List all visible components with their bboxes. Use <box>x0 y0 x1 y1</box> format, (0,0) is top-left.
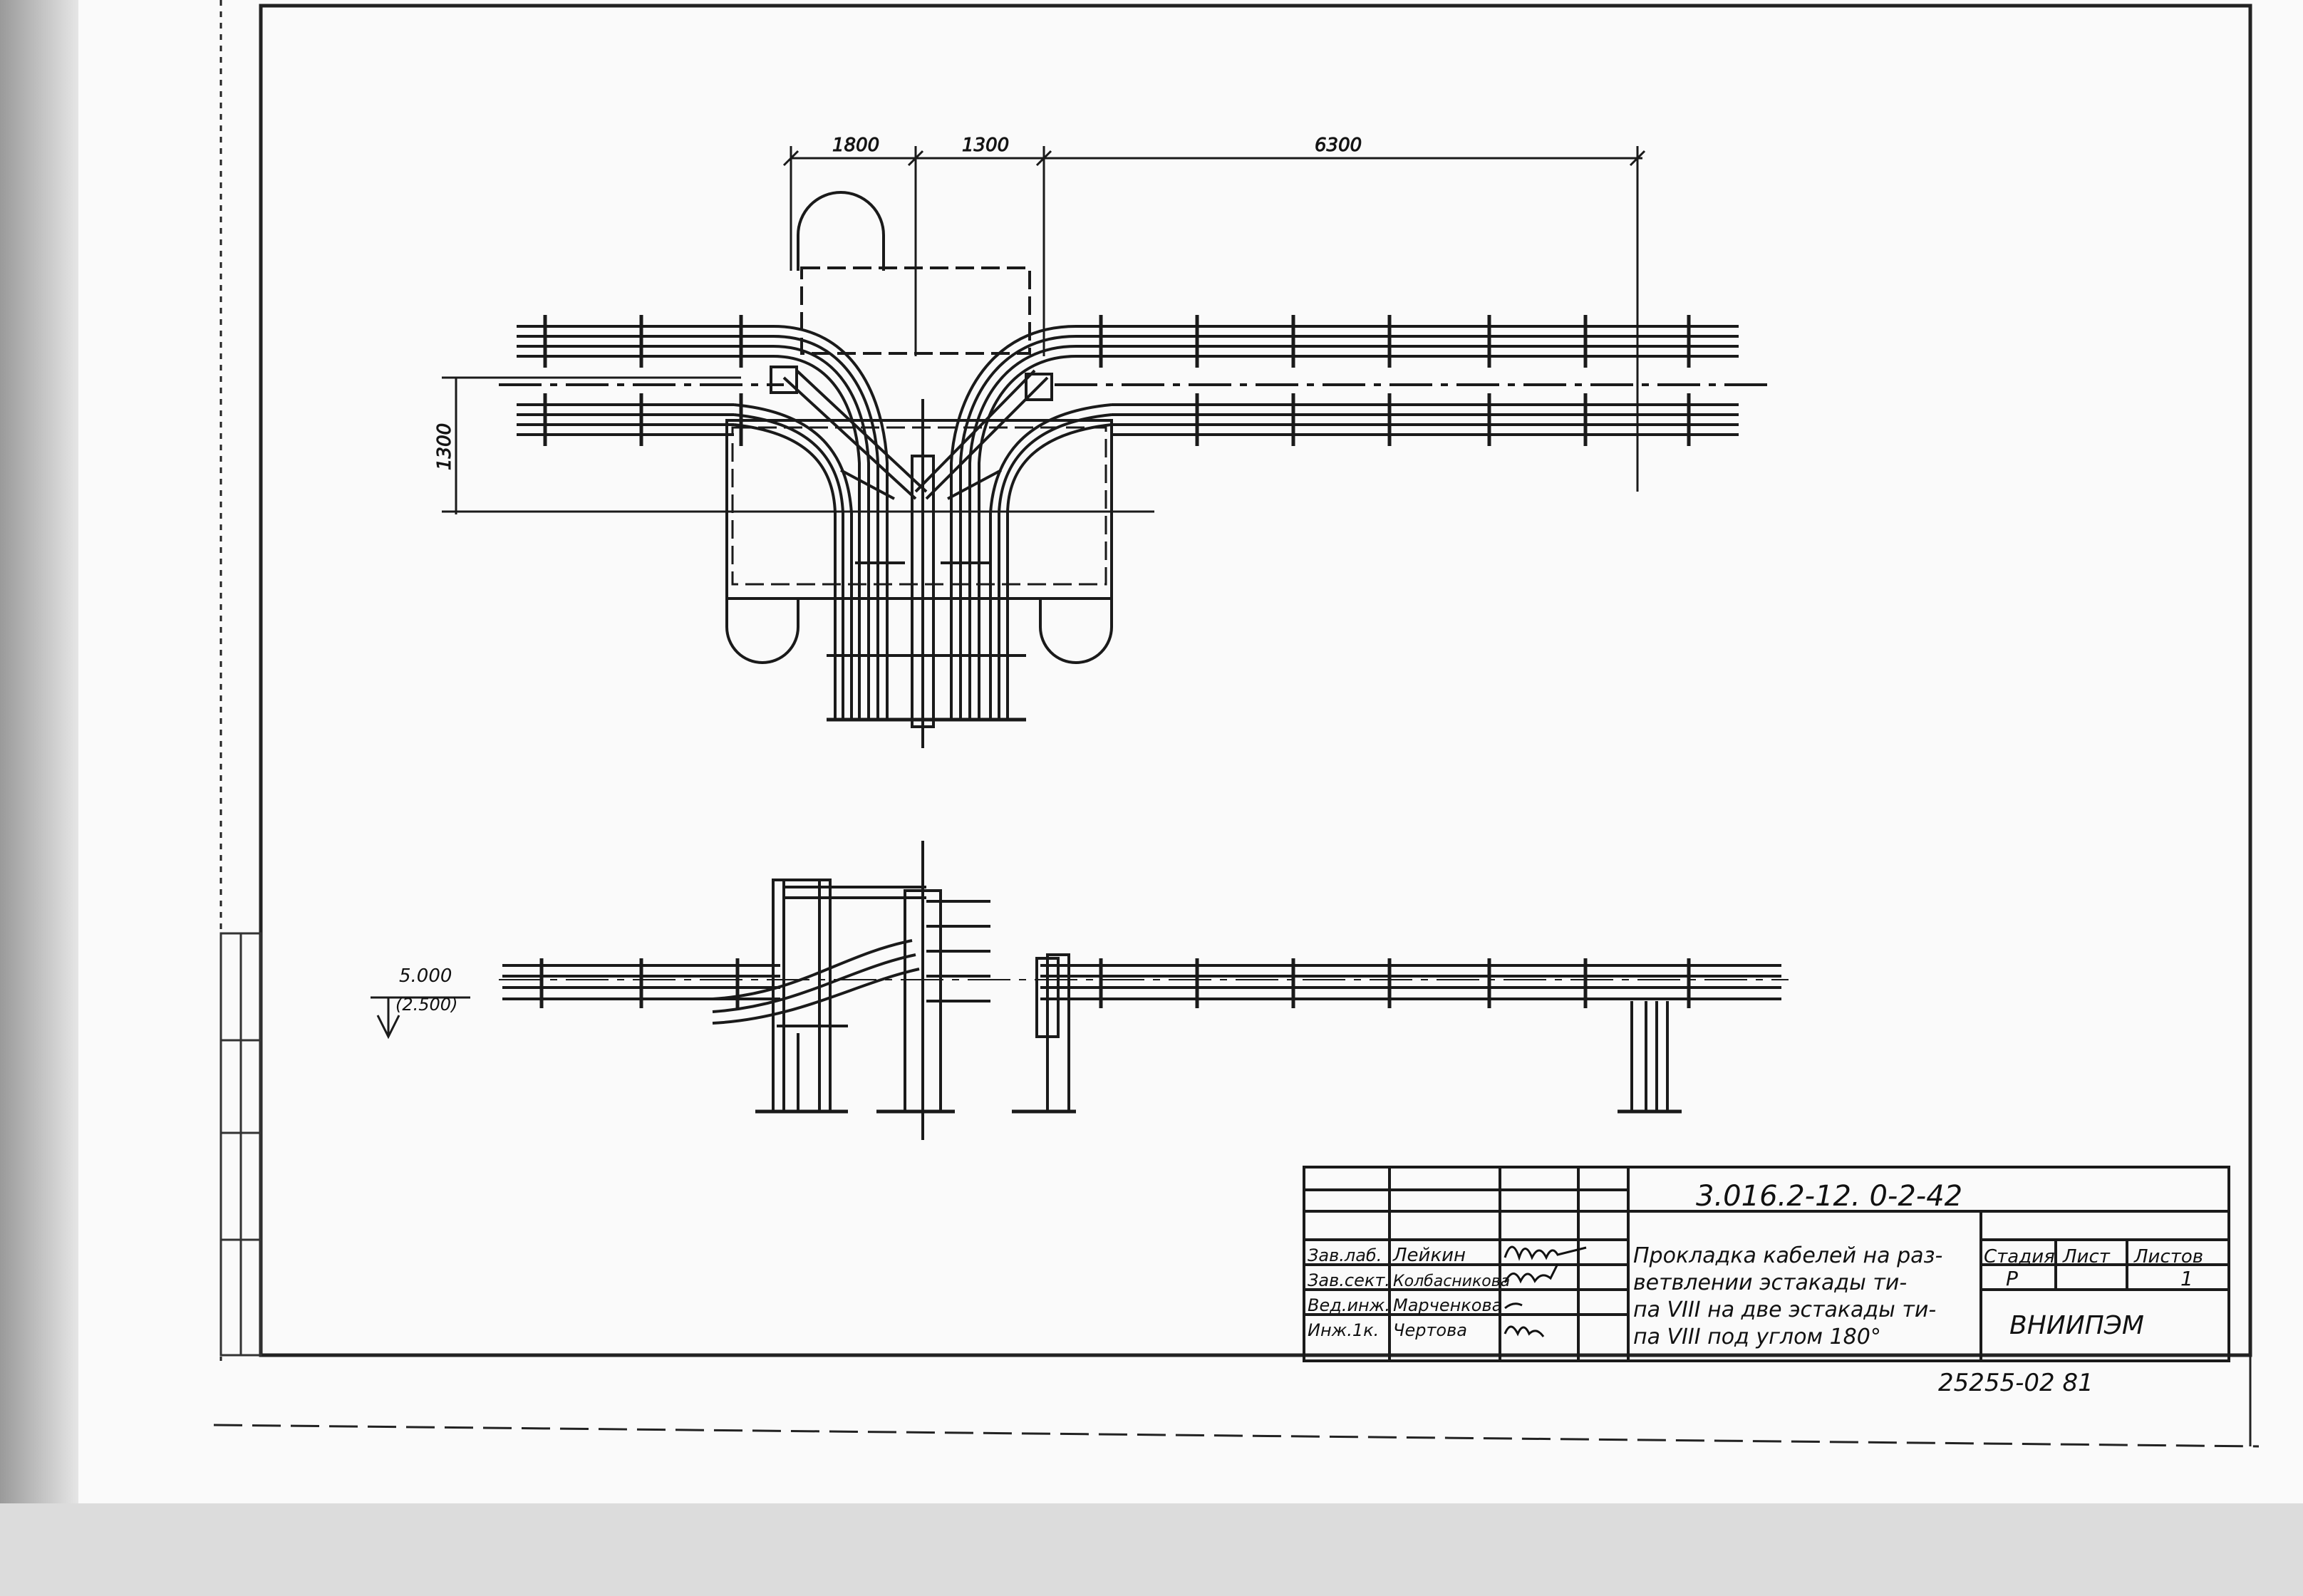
title-line-4: па VIII под углом 180° <box>1633 1325 1881 1349</box>
plan-cross-brackets <box>543 315 1691 446</box>
role-head-sector: Зав.сект. <box>1308 1270 1390 1290</box>
organization-name: ВНИИПЭМ <box>2009 1311 2144 1340</box>
plan-cable-runs-horizontal <box>499 325 1767 436</box>
elevation-tower <box>755 841 1076 1140</box>
elevation-cable-runs <box>499 939 1789 1025</box>
name-kolbasnikova: Колбасникова <box>1393 1273 1510 1290</box>
drawing-sheet <box>78 0 2303 1503</box>
title-line-1: Прокладка кабелей на раз- <box>1633 1243 1942 1268</box>
plan-central-post <box>770 366 1053 748</box>
role-engineer: Инж.1к. <box>1308 1320 1379 1340</box>
title-line-3: па VIII на две эстакады ти- <box>1633 1297 1936 1322</box>
elevation-sub-mark: (2.500) <box>395 995 457 1015</box>
dim-1300: 1300 <box>962 135 1009 156</box>
sheet-header: Лист <box>2062 1246 2111 1268</box>
role-head-lab: Зав.лаб. <box>1308 1245 1382 1265</box>
elevation-marker <box>371 996 470 1040</box>
sheets-value: 1 <box>2180 1267 2193 1290</box>
name-chertova: Чертова <box>1393 1320 1467 1340</box>
sheet-frame <box>213 0 2260 1448</box>
sheets-header: Листов <box>2133 1246 2203 1268</box>
left-dimension <box>442 376 1154 514</box>
elevation-mark: 5.000 <box>399 965 452 987</box>
document-number: 3.016.2-12. 0-2-42 <box>1696 1180 1962 1213</box>
top-dimension-chain <box>782 146 1646 492</box>
elevation-view <box>371 841 1789 1140</box>
stage-value: Р <box>2006 1267 2018 1290</box>
title-block-grid <box>1303 1166 2230 1362</box>
name-leikin: Лейкин <box>1392 1245 1466 1266</box>
elevation-cross-brackets <box>539 958 1691 1008</box>
dim-1800: 1800 <box>832 135 879 156</box>
role-lead-engineer: Вед.инж. <box>1308 1295 1390 1315</box>
title-line-2: ветвлении эстакады ти- <box>1633 1270 1907 1295</box>
name-marchenkova: Марченкова <box>1393 1295 1502 1315</box>
elevation-right-post <box>1618 1001 1682 1114</box>
scan-left-shadow <box>0 0 78 1596</box>
side-stamp-strip <box>219 932 262 1357</box>
signatures <box>1504 1245 1587 1337</box>
footer-code: 25255-02 81 <box>1938 1369 2094 1397</box>
dim-1300-vertical: 1300 <box>434 423 455 470</box>
scan-bottom-band <box>0 1503 2303 1596</box>
plan-view: 1800 1300 6300 1300 <box>434 135 1767 748</box>
stage-header: Стадия <box>1984 1246 2055 1268</box>
plan-curved-cables <box>733 325 1112 720</box>
dim-6300: 6300 <box>1315 135 1362 156</box>
